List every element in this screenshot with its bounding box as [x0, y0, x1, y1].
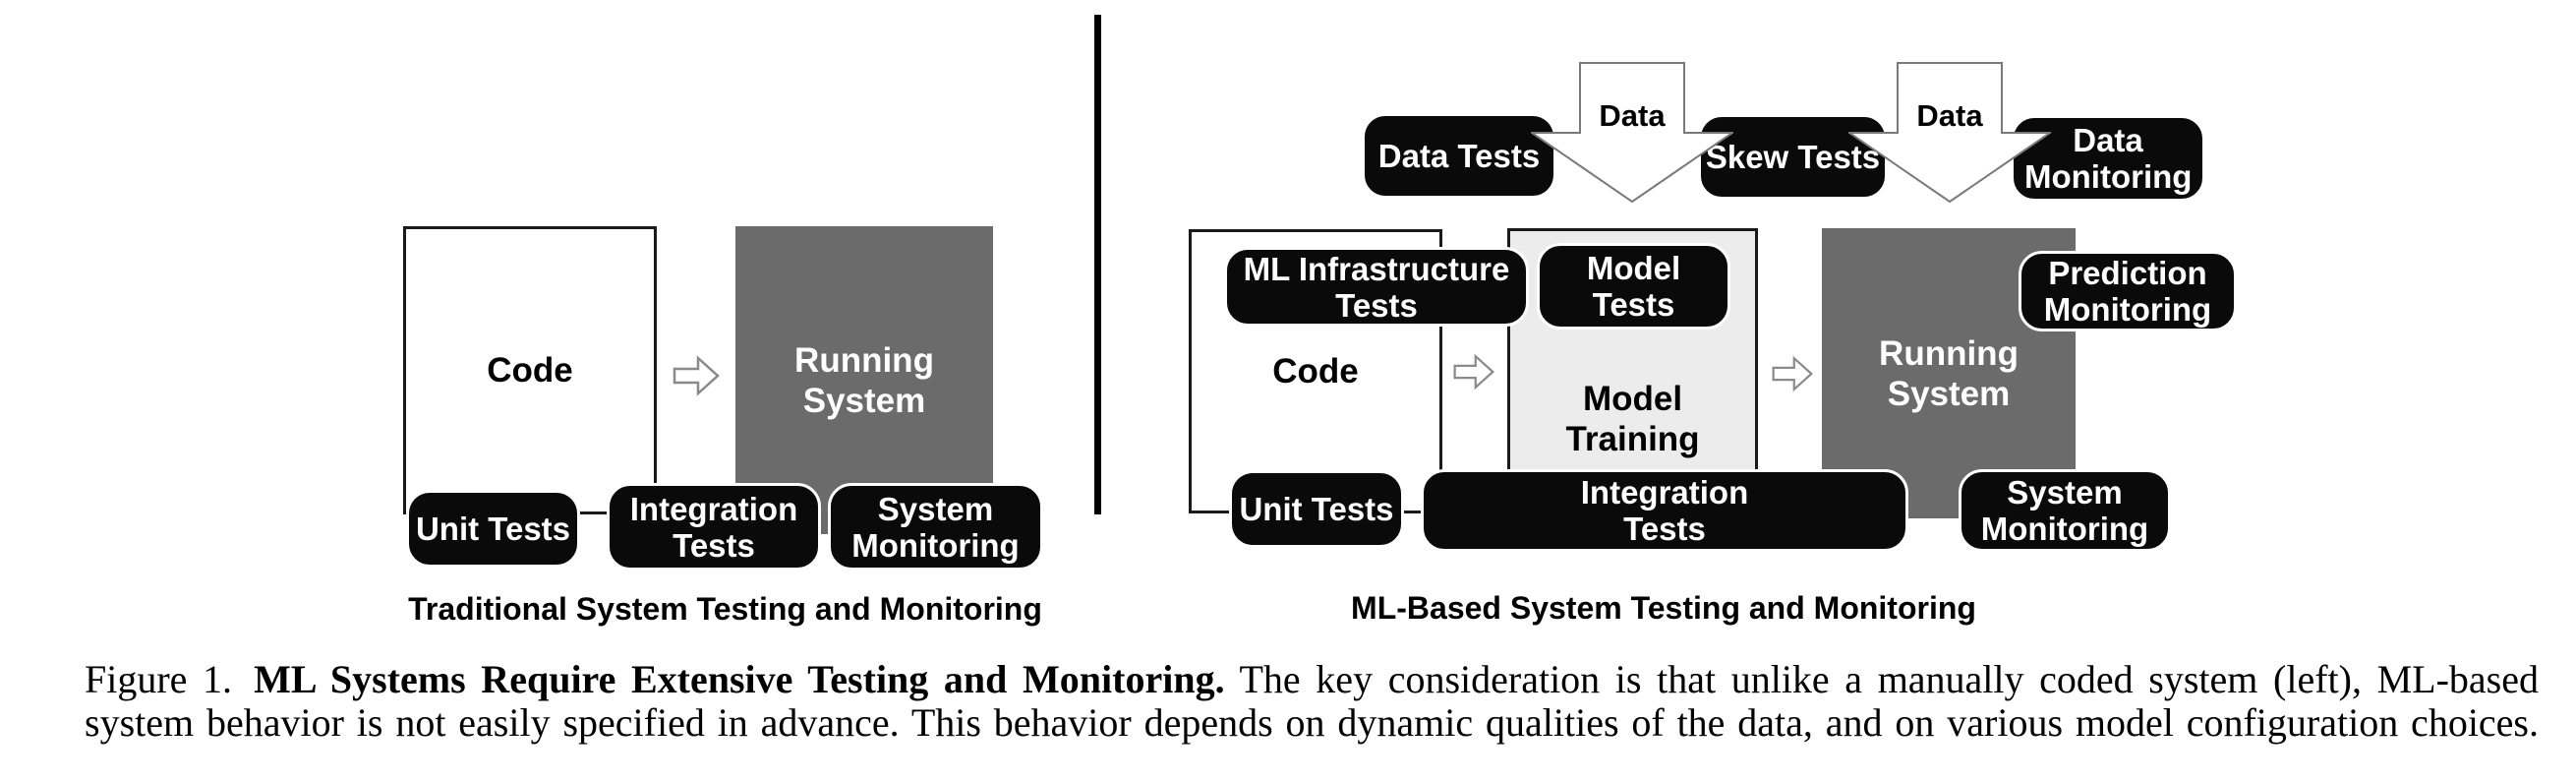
data-monitoring-pill: Data Monitoring	[2011, 115, 2205, 202]
system-monitoring-pill-ml: System Monitoring	[1959, 469, 2171, 552]
integration-tests-pill-ml: Integration Tests	[1421, 469, 1908, 552]
flow-arrow-icon	[1772, 355, 1814, 392]
unit-tests-label-ml: Unit Tests	[1239, 491, 1394, 527]
data-down-arrow-icon	[1848, 62, 2051, 204]
integration-tests-label: Integration Tests	[629, 490, 798, 564]
prediction-monitoring-label: Prediction Monitoring	[2043, 255, 2212, 328]
unit-tests-pill-ml: Unit Tests	[1229, 470, 1404, 548]
integration-tests-pill: Integration Tests	[607, 483, 821, 571]
system-monitoring-label: System Monitoring	[851, 490, 1020, 564]
panel-divider	[1094, 15, 1101, 514]
code-box-traditional: Code	[403, 226, 657, 514]
code-label: Code	[487, 351, 573, 390]
running-system-label: Running System	[794, 340, 934, 420]
figure-number: Figure 1.	[85, 657, 233, 701]
figure-caption-line1: Figure 1. ML Systems Require Extensive Te…	[85, 658, 2539, 701]
skew-tests-label: Skew Tests	[1705, 139, 1881, 175]
data-down-arrow-icon	[1531, 62, 1733, 204]
data-tests-label: Data Tests	[1377, 138, 1541, 174]
skew-tests-pill: Skew Tests	[1698, 114, 1888, 200]
unit-tests-label: Unit Tests	[415, 511, 571, 547]
model-tests-pill: Model Tests	[1537, 243, 1730, 330]
data-monitoring-label: Data Monitoring	[2024, 122, 2193, 195]
flow-arrow-icon	[1453, 353, 1495, 391]
figure-caption-line2: system behavior is not easily specified …	[85, 700, 2539, 745]
figure-caption-text1: The key consideration is that unlike a m…	[1239, 657, 2540, 701]
data-flow-label: Data	[1916, 98, 1983, 133]
model-training-label: Model Training	[1565, 380, 1700, 458]
prediction-monitoring-pill: Prediction Monitoring	[2019, 251, 2237, 331]
running-system-box-traditional: Running System	[735, 226, 993, 534]
system-monitoring-pill: System Monitoring	[828, 483, 1043, 571]
ml-infrastructure-tests-label: ML Infrastructure Tests	[1243, 250, 1510, 324]
left-panel-caption: Traditional System Testing and Monitorin…	[408, 591, 1042, 627]
data-flow-label: Data	[1599, 98, 1666, 133]
running-system-label-ml: Running System	[1879, 333, 2019, 413]
figure-caption: Figure 1. ML Systems Require Extensive Te…	[85, 658, 2539, 745]
ml-infrastructure-tests-pill: ML Infrastructure Tests	[1224, 247, 1529, 327]
code-label-ml: Code	[1272, 352, 1359, 391]
figure-caption-title: ML Systems Require Extensive Testing and…	[254, 657, 1225, 701]
model-tests-label: Model Tests	[1586, 250, 1681, 323]
integration-tests-label-ml: Integration Tests	[1580, 474, 1749, 547]
data-tests-pill: Data Tests	[1362, 113, 1556, 199]
unit-tests-pill: Unit Tests	[406, 490, 580, 568]
right-panel-caption: ML-Based System Testing and Monitoring	[1351, 590, 1976, 626]
flow-arrow-icon	[673, 355, 720, 396]
system-monitoring-label-ml: System Monitoring	[1980, 474, 2149, 547]
